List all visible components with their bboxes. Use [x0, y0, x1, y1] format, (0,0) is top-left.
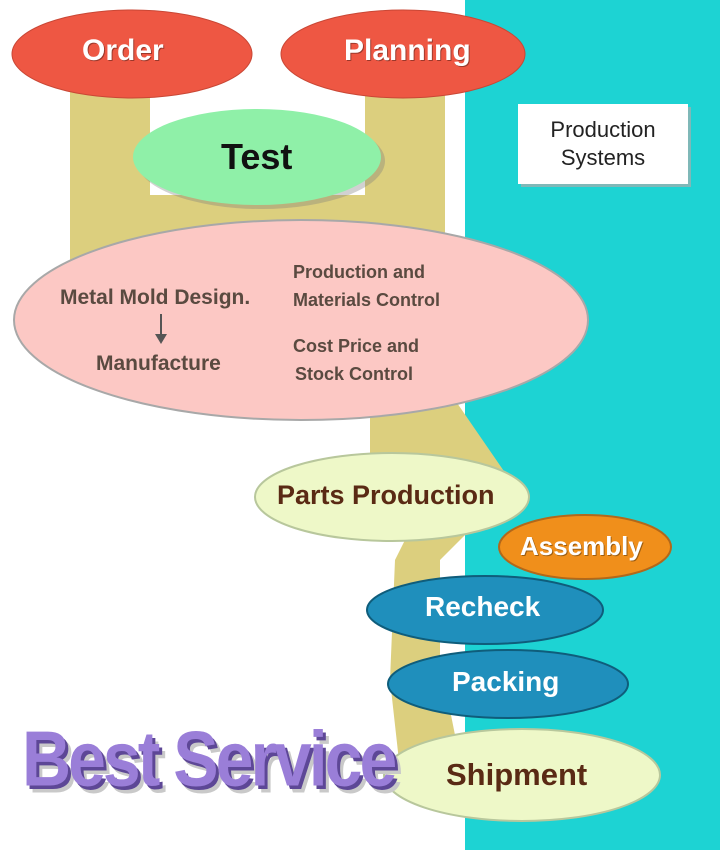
control-oval	[13, 219, 589, 421]
planning-label: Planning	[344, 34, 471, 67]
best-service-headline: Best Service	[22, 715, 397, 803]
recheck-label: Recheck	[425, 591, 541, 622]
packing-oval	[387, 649, 629, 719]
packing-label: Packing	[452, 666, 560, 697]
down-arrow-icon	[155, 314, 167, 344]
cost-price-line1: Cost Price and	[293, 336, 420, 356]
manufacture-label: Manufacture	[96, 352, 221, 375]
order-label: Order	[82, 34, 164, 67]
assembly-label: Assembly	[520, 531, 643, 561]
shipment-oval	[383, 728, 661, 822]
parts-production-oval	[254, 452, 530, 542]
planning-oval	[280, 9, 526, 99]
test-label: Test	[221, 136, 293, 177]
recheck-oval	[366, 575, 604, 645]
production-materials-line2: Materials Control	[293, 290, 441, 310]
assembly-oval	[498, 514, 672, 580]
systems-box-line1: Production	[550, 117, 656, 142]
shipment-label: Shipment	[446, 757, 588, 792]
test-oval	[133, 109, 381, 205]
metal-mold-label: Metal Mold Design.	[60, 286, 251, 309]
production-systems-box: Production Systems	[518, 104, 688, 184]
systems-box-line2: Systems	[560, 145, 646, 170]
production-materials-line1: Production and	[293, 262, 425, 282]
cost-price-line2: Stock Control	[295, 364, 414, 384]
parts-production-label: Parts Production	[277, 480, 495, 510]
order-oval	[11, 9, 253, 99]
